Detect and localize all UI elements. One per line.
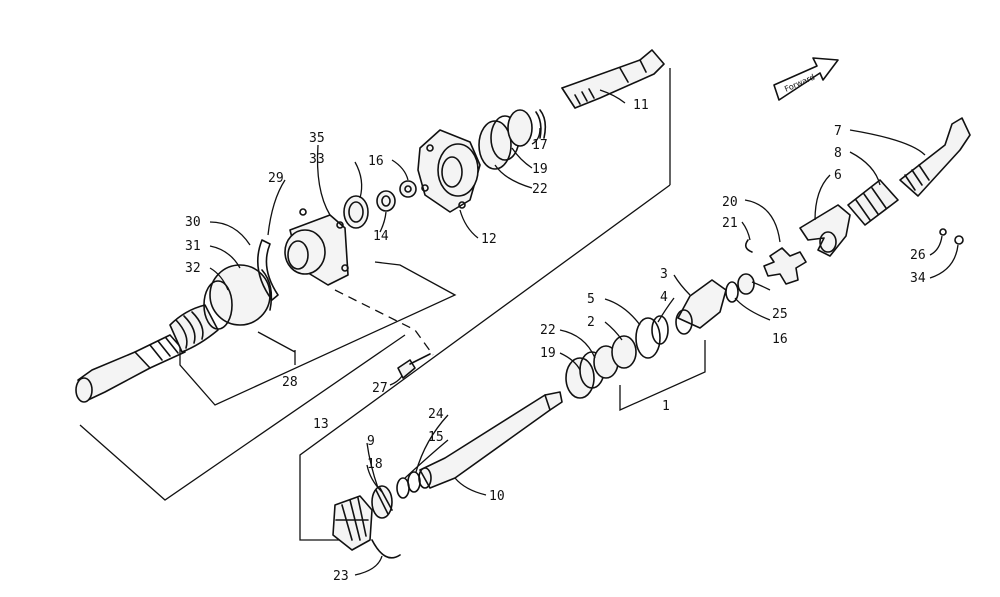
group-brackets — [79, 68, 706, 541]
callout-2: 2 — [587, 315, 595, 330]
upper-right-housing — [417, 49, 665, 213]
lower-driveshaft — [332, 273, 755, 559]
callout-23: 23 — [333, 569, 349, 584]
callout-10: 10 — [489, 489, 505, 504]
callout-30: 30 — [185, 215, 201, 230]
callout-18: 18 — [367, 457, 383, 472]
callout-26: 26 — [910, 248, 926, 263]
callout-16a: 16 — [368, 154, 384, 169]
callout-13: 13 — [313, 417, 329, 432]
callout-29: 29 — [268, 171, 284, 186]
right-ujoint — [744, 117, 971, 285]
callout-22a: 22 — [540, 323, 556, 338]
callout-33: 33 — [309, 152, 325, 167]
callout-24: 24 — [428, 407, 444, 422]
callout-9: 9 — [367, 434, 375, 449]
callout-12: 12 — [481, 232, 497, 247]
callout-7: 7 — [834, 124, 842, 139]
forward-arrow: Forward — [773, 57, 839, 101]
callout-6: 6 — [834, 168, 842, 183]
callout-11: 11 — [633, 98, 649, 113]
callout-32: 32 — [185, 261, 201, 276]
callout-21: 21 — [722, 216, 738, 231]
callout-4: 4 — [660, 290, 668, 305]
callout-31: 31 — [185, 239, 201, 254]
callout-25: 25 — [772, 307, 788, 322]
callout-19b: 19 — [532, 162, 548, 177]
callout-15: 15 — [428, 430, 444, 445]
callout-17: 17 — [532, 138, 548, 153]
callout-34: 34 — [910, 271, 926, 286]
callout-22b: 22 — [532, 182, 548, 197]
callout-27: 27 — [372, 381, 388, 396]
callout-35: 35 — [309, 131, 325, 146]
callout-5: 5 — [587, 292, 595, 307]
callout-3: 3 — [660, 267, 668, 282]
callout-20: 20 — [722, 195, 738, 210]
upper-left-axle — [75, 180, 431, 403]
callout-8: 8 — [834, 146, 842, 161]
callout-labels: 11 17 19 22 16 12 14 35 33 29 30 31 32 2… — [185, 98, 926, 584]
callout-14: 14 — [373, 229, 389, 244]
leader-lines — [209, 89, 959, 576]
callout-16b: 16 — [772, 332, 788, 347]
callout-28: 28 — [282, 375, 298, 390]
forward-label: Forward — [783, 73, 816, 94]
callout-19a: 19 — [540, 346, 556, 361]
callout-1: 1 — [662, 399, 670, 414]
